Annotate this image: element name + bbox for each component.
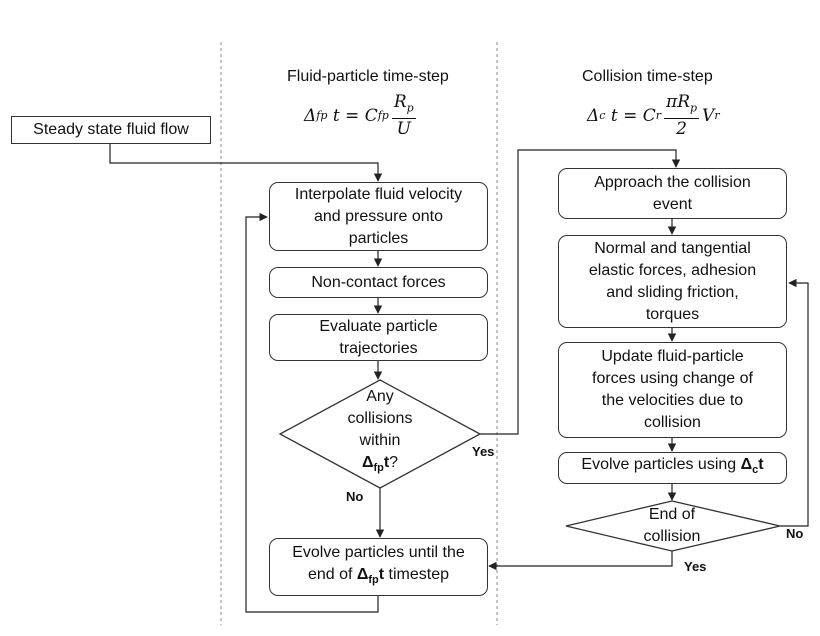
trajectories-box: Evaluate particle trajectories — [269, 314, 488, 361]
update-forces-box: Update fluid-particle forces using chang… — [558, 342, 787, 438]
fluid-header: Fluid-particle time-step — [287, 68, 449, 85]
interpolate-box: Interpolate fluid velocity and pressure … — [269, 182, 488, 251]
evolve-until-box: Evolve particles until the end of Δfpt t… — [269, 538, 488, 596]
evolve-collision-box: Evolve particles using Δct — [558, 452, 787, 484]
edge-any-approach — [480, 149, 681, 435]
approach-box: Approach the collision event — [558, 168, 787, 219]
any-no-label: No — [346, 489, 364, 504]
end-of-collision-text: End of collision — [643, 506, 701, 545]
normal-forces-box: Normal and tangential elastic forces, ad… — [558, 235, 787, 328]
edge-end-evolve — [488, 551, 673, 571]
end-no-label: No — [786, 526, 804, 541]
any-collisions-text: Any collisions within Δfpt? — [347, 388, 413, 475]
edge-steady-interp — [109, 143, 383, 182]
edge-evolve-loop — [245, 212, 379, 613]
end-yes-label: Yes — [684, 559, 707, 574]
noncontact-box: Non-contact forces — [269, 267, 488, 298]
collision-header: Collision time-step — [582, 68, 713, 85]
edge-end-normal — [780, 278, 809, 527]
steady-flow-label: Steady state fluid flow — [33, 121, 189, 138]
any-yes-label: Yes — [472, 444, 495, 459]
steady-flow-box: Steady state fluid flow — [11, 116, 211, 144]
